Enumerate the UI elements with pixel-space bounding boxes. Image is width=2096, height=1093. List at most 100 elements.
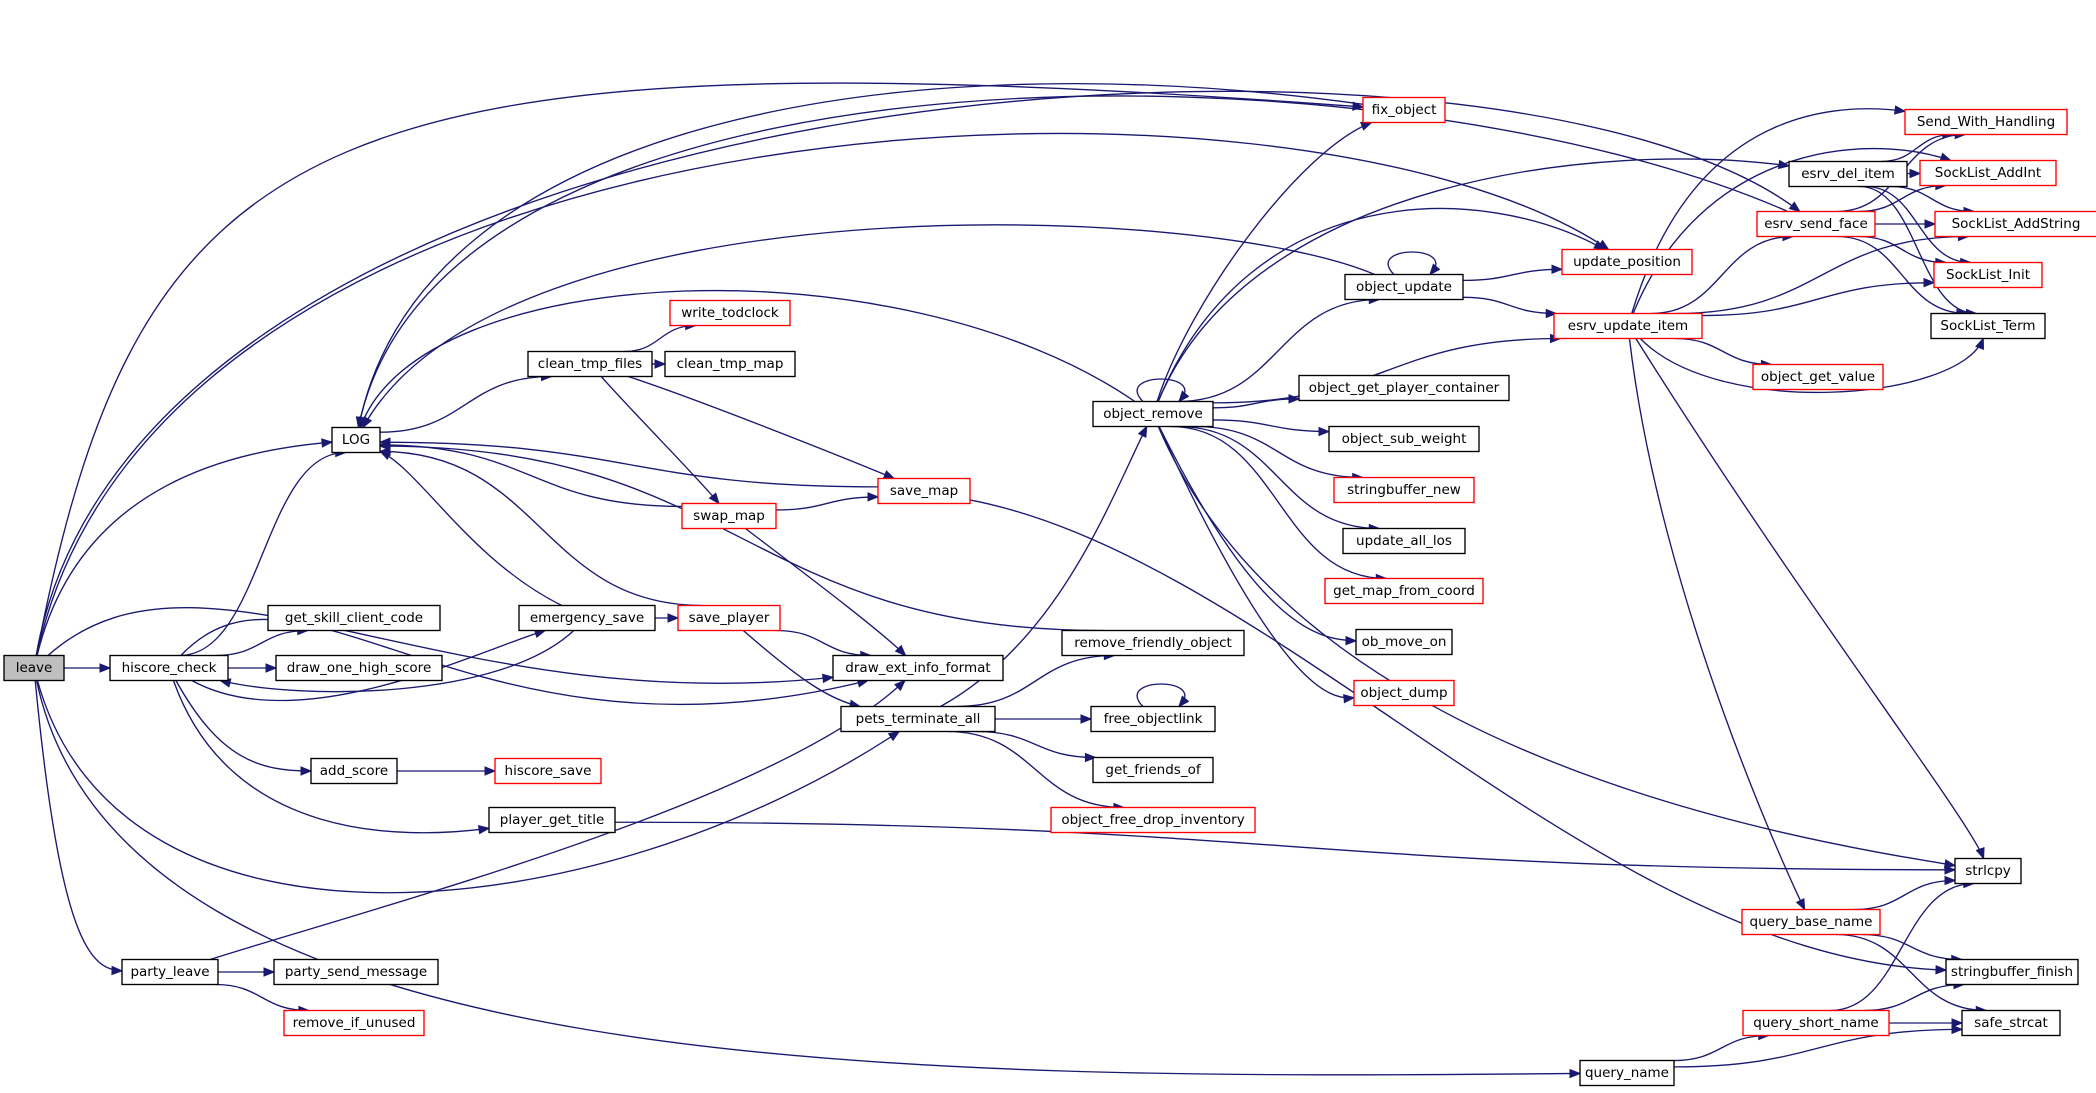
node-box	[1904, 108, 2068, 136]
node-send-with-handling[interactable]: Send_With_Handling	[1904, 108, 2068, 136]
node-free-objectlink[interactable]: free_objectlink	[1090, 705, 1216, 733]
arrowhead	[1944, 875, 1957, 886]
edge-line	[379, 445, 1104, 632]
node-remove-if-unused[interactable]: remove_if_unused	[283, 1009, 425, 1037]
edge-esrv_update_item-to-query_base_name	[1628, 338, 1806, 911]
node-esrv-del-item[interactable]: esrv_del_item	[1788, 160, 1908, 188]
node-label: query_short_name	[1753, 1015, 1878, 1031]
node-stringbuffer-new[interactable]: stringbuffer_new	[1333, 476, 1475, 504]
edge-line	[1212, 419, 1330, 433]
node-box	[121, 958, 219, 986]
node-socklist-addstring[interactable]: SockList_AddString	[1934, 210, 2096, 238]
node-esrv-send-face[interactable]: esrv_send_face	[1756, 210, 1876, 238]
node-box	[1362, 96, 1446, 124]
node-pets-terminate-all[interactable]: pets_terminate_all	[840, 705, 996, 733]
arrowhead	[1178, 695, 1190, 708]
node-hiscore-save[interactable]: hiscore_save	[494, 757, 602, 785]
node-clean-tmp-files[interactable]: clean_tmp_files	[527, 350, 653, 378]
node-draw-one-high-score[interactable]: draw_one_high_score	[275, 654, 443, 682]
node-log[interactable]: LOG	[331, 426, 381, 454]
node-box	[1752, 363, 1884, 391]
node-label: leave	[16, 660, 53, 676]
arrowhead	[1569, 1068, 1582, 1079]
edge-object_remove-to-object_get_player_container	[1212, 394, 1301, 409]
edge-line	[359, 289, 1136, 428]
node-object-dump[interactable]: object_dump	[1353, 679, 1455, 707]
node-label: pets_terminate_all	[856, 711, 981, 727]
node-box	[1788, 160, 1908, 188]
node-socklist-init[interactable]: SockList_Init	[1933, 261, 2043, 289]
edge-line	[1170, 425, 1387, 580]
node-write-todclock[interactable]: write_todclock	[669, 299, 791, 327]
node-object-update[interactable]: object_update	[1344, 273, 1464, 301]
node-esrv-update-item[interactable]: esrv_update_item	[1553, 312, 1703, 340]
arrowhead	[667, 613, 680, 623]
node-party-send-message[interactable]: party_send_message	[273, 958, 439, 986]
node-safe-strcat[interactable]: safe_strcat	[1961, 1009, 2061, 1037]
node-get-skill-client-code[interactable]: get_skill_client_code	[267, 604, 441, 632]
arrowhead	[1551, 264, 1564, 275]
edge-line	[362, 224, 1375, 428]
arrowhead	[654, 359, 667, 369]
node-ob-move-on[interactable]: ob_move_on	[1355, 628, 1453, 656]
node-save-player[interactable]: save_player	[677, 604, 781, 632]
node-query-name[interactable]: query_name	[1579, 1059, 1675, 1087]
node-object-get-player-container[interactable]: object_get_player_container	[1298, 374, 1510, 402]
node-box	[310, 757, 398, 785]
node-label: object_sub_weight	[1342, 431, 1467, 447]
node-update-position[interactable]: update_position	[1561, 248, 1693, 276]
edge-line	[1631, 108, 1906, 314]
node-query-base-name[interactable]: query_base_name	[1741, 908, 1881, 936]
node-object-sub-weight[interactable]: object_sub_weight	[1328, 425, 1480, 453]
node-add-score[interactable]: add_score	[310, 757, 398, 785]
arrowhead	[822, 673, 835, 684]
edge-line	[172, 680, 490, 834]
node-object-get-value[interactable]: object_get_value	[1752, 363, 1884, 391]
node-strlcpy[interactable]: strlcpy	[1954, 857, 2022, 885]
node-box	[3, 654, 65, 682]
node-swap-map[interactable]: swap_map	[681, 502, 777, 530]
node-stringbuffer-finish[interactable]: stringbuffer_finish	[1945, 958, 2079, 986]
node-label: draw_one_high_score	[287, 660, 432, 676]
node-fix-object[interactable]: fix_object	[1362, 96, 1446, 124]
node-query-short-name[interactable]: query_short_name	[1742, 1009, 1890, 1037]
edge-LOG-to-clean_tmp_files	[379, 371, 553, 433]
node-save-map[interactable]: save_map	[877, 477, 971, 505]
edge-line	[600, 376, 720, 504]
edge-line	[1837, 235, 1967, 315]
node-emergency-save[interactable]: emergency_save	[518, 604, 656, 632]
node-party-leave[interactable]: party_leave	[121, 958, 219, 986]
arrowhead	[1318, 426, 1331, 437]
node-clean-tmp-map[interactable]: clean_tmp_map	[664, 350, 796, 378]
edge-line	[1701, 281, 1935, 317]
node-box	[877, 477, 971, 505]
arrowhead	[1178, 390, 1190, 403]
arrowhead	[1137, 425, 1148, 439]
node-get-friends-of[interactable]: get_friends_of	[1092, 756, 1214, 784]
edge-line	[1835, 933, 1987, 1012]
edge-save_player-to-LOG	[378, 446, 703, 607]
node-leave[interactable]: leave	[3, 654, 65, 682]
node-box	[1061, 629, 1245, 657]
arrowhead	[111, 965, 124, 976]
edge-remove_friendly_object-to-LOG	[378, 441, 1104, 632]
node-label: SockList_AddInt	[1935, 165, 2041, 181]
node-draw-ext-info-format[interactable]: draw_ext_info_format	[832, 654, 1004, 682]
node-remove-friendly-object[interactable]: remove_friendly_object	[1061, 629, 1245, 657]
node-box	[1333, 476, 1475, 504]
node-box	[1933, 261, 2043, 289]
edge-line	[357, 95, 1789, 428]
edge-esrv_update_item-to-strlcpy	[1635, 338, 1985, 860]
node-label: object_get_player_container	[1309, 380, 1500, 396]
edge-leave-to-esrv_send_face	[35, 90, 1801, 656]
node-socklist-addint[interactable]: SockList_AddInt	[1919, 159, 2057, 187]
node-player-get-title[interactable]: player_get_title	[488, 806, 616, 834]
node-object-free-drop-inventory[interactable]: object_free_drop_inventory	[1050, 806, 1256, 834]
node-object-remove[interactable]: object_remove	[1092, 400, 1214, 428]
node-hiscore-check[interactable]: hiscore_check	[109, 654, 229, 682]
edge-swap_map-to-draw_ext_info_format	[745, 527, 907, 657]
node-update-all-los[interactable]: update_all_los	[1342, 527, 1466, 555]
node-socklist-term[interactable]: SockList_Term	[1930, 312, 2046, 340]
arrowhead	[1080, 714, 1093, 724]
node-get-map-from-coord[interactable]: get_map_from_coord	[1324, 577, 1484, 605]
